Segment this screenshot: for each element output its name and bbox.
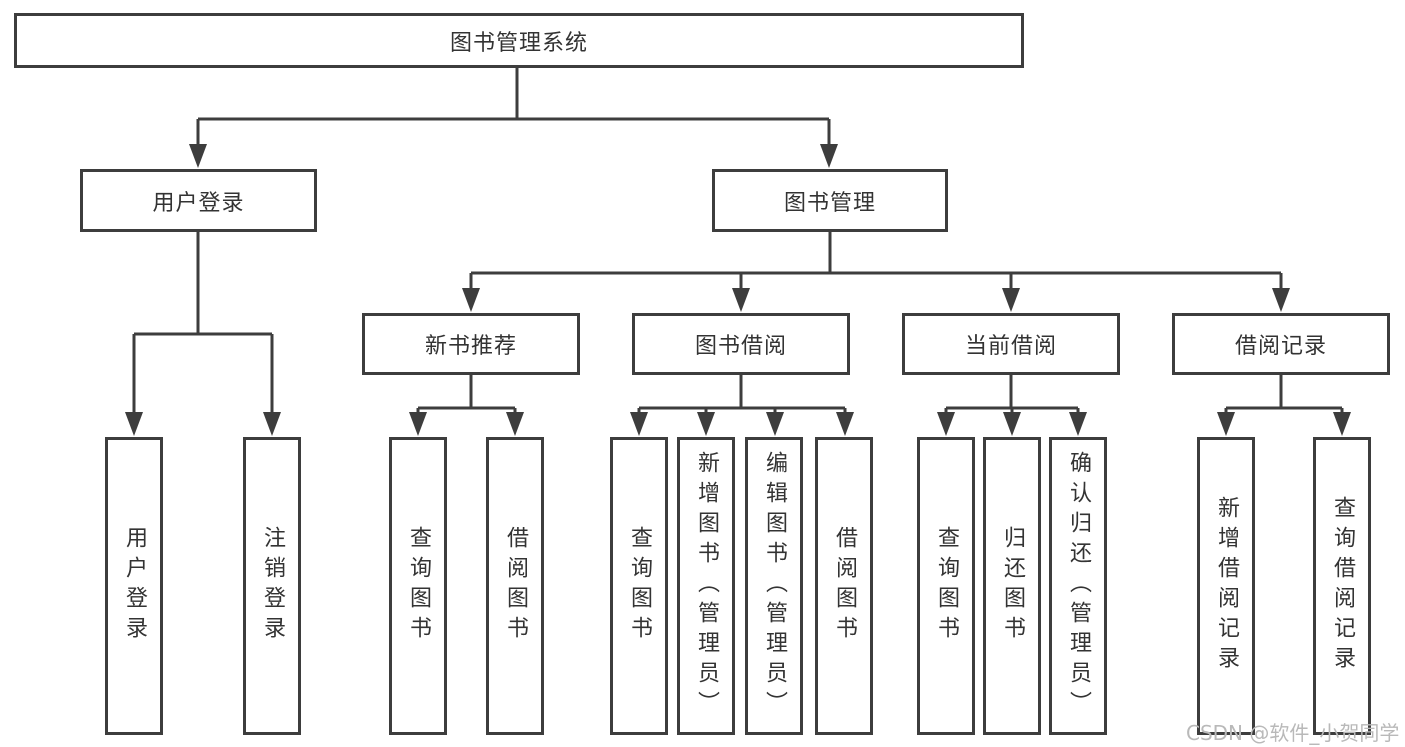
node-leaf-borrow-books: 借阅图书 (815, 437, 873, 735)
arrowhead (836, 412, 854, 436)
node-leaf-return-books: 归还图书 (983, 437, 1041, 735)
user-login-split-line (132, 232, 274, 419)
arrowhead (263, 412, 281, 436)
node-leaf-label: 查询图书 (934, 526, 959, 646)
node-leaf-add-borrow-record: 新增借阅记录 (1197, 437, 1255, 735)
node-section-borrow-records: 借阅记录 (1172, 313, 1390, 375)
node-leaf-query-books-newbooks: 查询图书 (389, 437, 447, 735)
current-borrow-split-line (944, 375, 1080, 418)
arrowhead (820, 144, 838, 168)
arrowheads (125, 144, 1351, 436)
node-user-login: 用户登录 (80, 169, 317, 232)
node-section-new-books: 新书推荐 (362, 313, 580, 375)
node-section-borrow-records-label: 借阅记录 (1234, 334, 1327, 359)
book-mgmt-split-line (469, 232, 1283, 291)
node-root-label: 图书管理系统 (449, 30, 588, 56)
connector-paths (132, 68, 1344, 419)
node-leaf-label: 查询图书 (406, 526, 431, 646)
arrowhead (630, 412, 648, 436)
node-leaf-user-login-label: 用户登录 (122, 526, 147, 646)
node-leaf-label: 归还图书 (1000, 526, 1025, 646)
book-borrow-split-line (637, 375, 847, 418)
arrowhead (1069, 412, 1087, 436)
node-leaf-user-login: 用户登录 (105, 437, 163, 735)
arrowhead (766, 412, 784, 436)
node-section-book-borrow-label: 图书借阅 (694, 334, 787, 359)
node-section-current-borrow: 当前借阅 (902, 313, 1120, 375)
arrowhead (1333, 412, 1351, 436)
node-leaf-label: 新增借阅记录 (1214, 496, 1239, 676)
node-book-mgmt-label: 图书管理 (783, 190, 876, 216)
node-leaf-add-books-admin: 新增图书（管理员） (677, 437, 735, 735)
node-leaf-label: 编辑图书（管理员） (762, 451, 787, 721)
node-leaf-confirm-return-admin: 确认归还（管理员） (1049, 437, 1107, 735)
root-split-line (196, 68, 831, 151)
node-leaf-logout-label: 注销登录 (260, 526, 285, 646)
node-leaf-query-borrow-record: 查询借阅记录 (1313, 437, 1371, 735)
arrowhead (1272, 288, 1290, 312)
arrowhead (189, 144, 207, 168)
node-section-book-borrow: 图书借阅 (632, 313, 850, 375)
watermark: CSDN @软件_小贺同学 (1186, 721, 1400, 745)
node-leaf-label: 借阅图书 (503, 526, 528, 646)
arrowhead (462, 288, 480, 312)
node-leaf-logout: 注销登录 (243, 437, 301, 735)
new-books-split-line (416, 375, 517, 418)
borrow-records-split-line (1224, 375, 1344, 418)
arrowhead (1003, 412, 1021, 436)
node-leaf-label: 借阅图书 (832, 526, 857, 646)
node-leaf-label: 确认归还（管理员） (1066, 451, 1091, 721)
node-leaf-label: 查询图书 (627, 526, 652, 646)
arrowhead (506, 412, 524, 436)
arrowhead (732, 288, 750, 312)
arrowhead (1002, 288, 1020, 312)
arrowhead (697, 412, 715, 436)
node-leaf-edit-books-admin: 编辑图书（管理员） (745, 437, 803, 735)
node-section-new-books-label: 新书推荐 (424, 334, 517, 359)
arrowhead (937, 412, 955, 436)
node-leaf-query-books-current: 查询图书 (917, 437, 975, 735)
node-root: 图书管理系统 (14, 13, 1024, 68)
node-leaf-label: 新增图书（管理员） (694, 451, 719, 721)
node-user-login-label: 用户登录 (152, 190, 245, 216)
node-leaf-label: 查询借阅记录 (1330, 496, 1355, 676)
arrowhead (1217, 412, 1235, 436)
node-leaf-query-books-borrow: 查询图书 (610, 437, 668, 735)
node-section-current-borrow-label: 当前借阅 (964, 334, 1057, 359)
arrowhead (125, 412, 143, 436)
arrowhead (409, 412, 427, 436)
node-leaf-borrow-books-newbooks: 借阅图书 (486, 437, 544, 735)
node-book-mgmt: 图书管理 (712, 169, 948, 232)
